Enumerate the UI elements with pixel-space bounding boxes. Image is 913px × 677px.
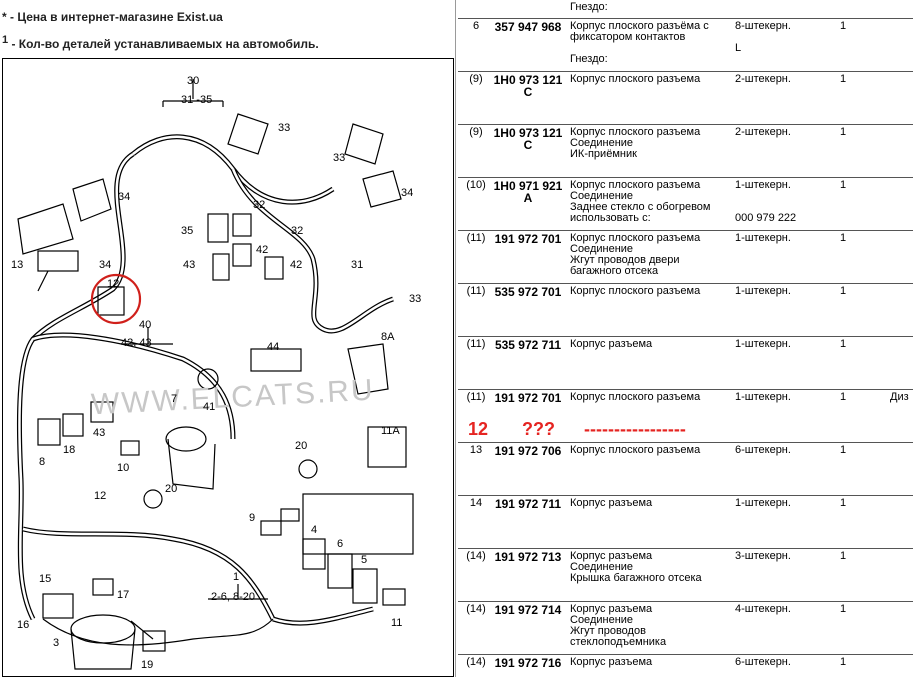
- note-quantity: 1 - Кол-во деталей устанавливаемых на ав…: [2, 34, 319, 51]
- panel-divider: [455, 0, 456, 677]
- callout-label: 12: [94, 490, 107, 502]
- callout-label: 4: [311, 524, 318, 536]
- callout-label: 3: [53, 637, 60, 649]
- callout-label: 7: [171, 393, 178, 405]
- parts-table: Гнездо: 6 357 947 968 Корпус плоского ра…: [458, 0, 913, 677]
- callout-label: 40: [139, 319, 152, 331]
- callout-label: 34: [401, 187, 414, 199]
- missing-part-annotation: 12 ??? -----------------: [458, 419, 913, 443]
- table-row: Гнездо:: [570, 1, 608, 13]
- highlight-circle: [90, 273, 142, 325]
- callout-label: 30: [187, 75, 200, 87]
- callout-label: 31 -35: [181, 94, 213, 106]
- callout-label: 41: [203, 401, 216, 413]
- wiring-harness-drawing: [16, 79, 414, 670]
- callout-label: 20: [295, 440, 308, 452]
- wiring-diagram: WWW.ELCATS.RU 30 31 -35 33 33 34 34 35 3…: [2, 58, 454, 677]
- annotation-question-marks: ???: [522, 419, 555, 439]
- callout-label: 13: [11, 259, 24, 271]
- legend-notes: * - Цена в интернет-магазине Exist.ua 1 …: [0, 0, 455, 56]
- callout-label: 44: [267, 341, 280, 353]
- callout-label: 9: [249, 512, 256, 524]
- table-row: (9) 1H0 973 121 C Корпус плоского разъем…: [458, 71, 913, 125]
- table-row: (9) 1H0 973 121 C Корпус плоского разъем…: [458, 124, 913, 178]
- note-price: * - Цена в интернет-магазине Exist.ua: [2, 10, 223, 24]
- callout-label: 16: [17, 619, 30, 631]
- table-row: (11) 535 972 711 Корпус разъема 1-штекер…: [458, 336, 913, 390]
- callout-label: 33: [333, 152, 346, 164]
- callout-label: 32: [291, 225, 304, 237]
- callout-label: 35: [181, 225, 194, 237]
- callout-label: 43: [93, 427, 106, 439]
- callout-label: 18: [63, 444, 76, 456]
- callout-label: 17: [117, 589, 130, 601]
- callout-label: 15: [39, 573, 52, 585]
- callout-label: 42, 43: [121, 337, 152, 349]
- callout-label: 8: [39, 456, 46, 468]
- annotation-dashes: -----------------: [584, 419, 686, 439]
- callout-label: 42: [256, 244, 269, 256]
- callout-label: 2-6, 8-20: [211, 591, 256, 603]
- callout-label: 11: [391, 617, 403, 629]
- table-row: (11) 191 972 701 Корпус плоского разъема…: [458, 230, 913, 284]
- callout-label: 31: [351, 259, 364, 271]
- table-row: 14 191 972 711 Корпус разъема 1-штекерн.…: [458, 495, 913, 549]
- callout-label: 1: [233, 571, 240, 583]
- callout-label: 19: [141, 659, 154, 671]
- callout-label: 34: [118, 191, 131, 203]
- table-row: (11) 191 972 701 Корпус плоского разъема…: [458, 389, 913, 443]
- callout-label: 8А: [381, 331, 395, 343]
- callout-label: 42: [290, 259, 303, 271]
- table-row: 13 191 972 706 Корпус плоского разъема 6…: [458, 442, 913, 496]
- callout-label: 20: [165, 483, 178, 495]
- table-row: (10) 1H0 971 921 A Корпус плоского разъе…: [458, 177, 913, 231]
- callout-label: 34: [99, 259, 112, 271]
- table-row: (11) 535 972 701 Корпус плоского разъема…: [458, 283, 913, 337]
- callout-label: 5: [361, 554, 368, 566]
- callout-label: 6: [337, 538, 344, 550]
- callout-label: 33: [409, 293, 422, 305]
- callout-label: 12: [107, 278, 120, 290]
- callout-label: 33: [278, 122, 291, 134]
- annotation-position: 12: [468, 419, 489, 439]
- table-row: (14) 191 972 716 Корпус разъема 6-штекер…: [458, 654, 913, 677]
- callout-label: 11А: [381, 425, 400, 437]
- callout-label: 43: [183, 259, 196, 271]
- callout-label: 32: [253, 199, 266, 211]
- callout-label: 10: [117, 462, 130, 474]
